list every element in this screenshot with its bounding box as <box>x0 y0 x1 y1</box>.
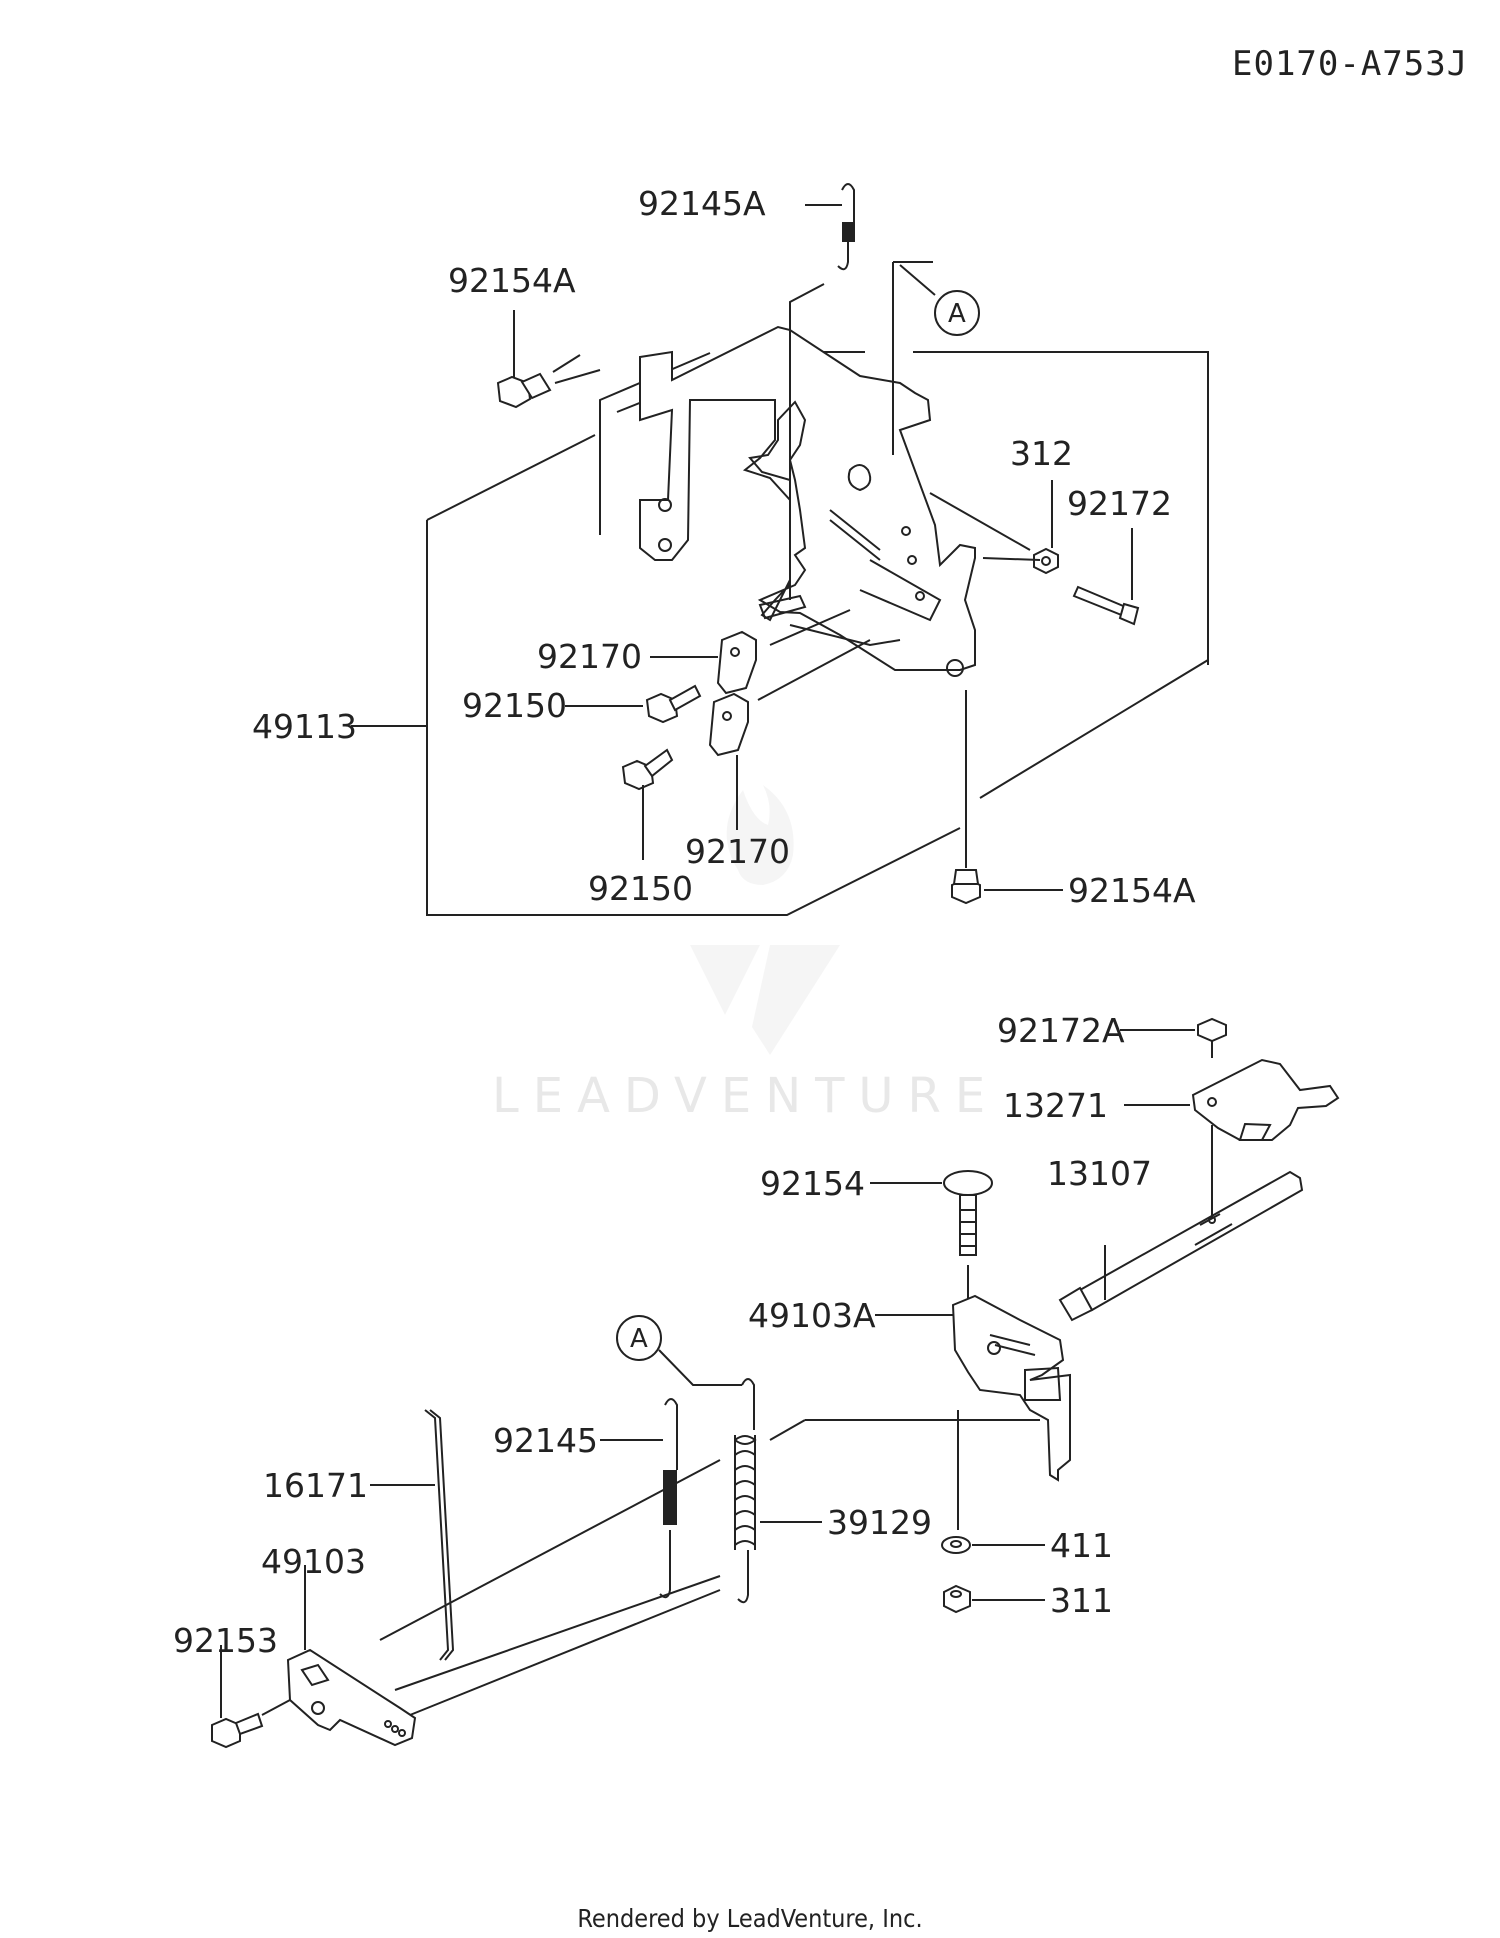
label-49103: 49103 <box>261 1542 366 1581</box>
plate-13271 <box>1124 1058 1340 1222</box>
spring-39129 <box>734 1378 822 1604</box>
label-92172: 92172 <box>1067 484 1172 523</box>
watermark-logo <box>690 785 840 1055</box>
label-92150-b: 92150 <box>588 869 693 908</box>
label-92150-a: 92150 <box>462 686 567 725</box>
label-13271: 13271 <box>1003 1086 1108 1125</box>
bolt-92154A-top <box>496 310 552 409</box>
upper-assembly: A <box>351 183 1209 916</box>
rod-16171 <box>370 1409 455 1661</box>
label-39129: 39129 <box>827 1503 932 1542</box>
screw-92172A <box>1120 1017 1227 1058</box>
label-13107: 13107 <box>1047 1154 1152 1193</box>
label-92145: 92145 <box>493 1421 598 1460</box>
label-92154A-bottom: 92154A <box>1068 871 1196 910</box>
bolt-92150-a <box>565 684 702 724</box>
callout-a-upper <box>934 290 980 336</box>
label-92170-a: 92170 <box>537 637 642 676</box>
callout-a-upper-label: A <box>948 299 966 329</box>
label-49113: 49113 <box>252 707 357 746</box>
screw-92172 <box>1072 528 1140 626</box>
watermark-text: LEADVENTURE <box>492 1068 999 1124</box>
label-92145A: 92145A <box>638 184 766 223</box>
spring-92145 <box>600 1398 678 1599</box>
label-16171: 16171 <box>263 1466 368 1505</box>
footer-credit: Rendered by LeadVenture, Inc. <box>577 1904 922 1933</box>
label-92154: 92154 <box>760 1164 865 1203</box>
label-92172A: 92172A <box>997 1011 1125 1050</box>
bolt-92153 <box>211 1645 291 1749</box>
callout-a-lower <box>616 1315 662 1361</box>
lower-assembly: A <box>211 1017 1340 1749</box>
bolt-92150-b <box>621 748 674 860</box>
label-311: 311 <box>1050 1581 1113 1620</box>
label-312: 312 <box>1010 434 1073 473</box>
reference-code: E0170-A753J <box>1232 44 1468 84</box>
bracket-49103 <box>286 1565 417 1747</box>
callout-a-lower-label: A <box>630 1324 648 1354</box>
control-bracket <box>639 325 976 671</box>
lever-49103A <box>875 1294 1071 1482</box>
label-411: 411 <box>1050 1526 1113 1565</box>
label-92153: 92153 <box>173 1621 278 1660</box>
washer-411 <box>941 1410 1045 1554</box>
bolt-92154 <box>870 1170 993 1310</box>
clip-92170-a <box>650 609 851 695</box>
label-49103A: 49103A <box>748 1296 876 1335</box>
clip-92170-b <box>708 639 871 830</box>
label-92154A-top: 92154A <box>448 261 576 300</box>
label-92170-b: 92170 <box>685 832 790 871</box>
shaft-13107 <box>1058 1170 1304 1322</box>
nut-312 <box>929 480 1059 575</box>
bolt-92154A-bottom <box>951 690 1063 905</box>
nut-311 <box>943 1584 1045 1614</box>
